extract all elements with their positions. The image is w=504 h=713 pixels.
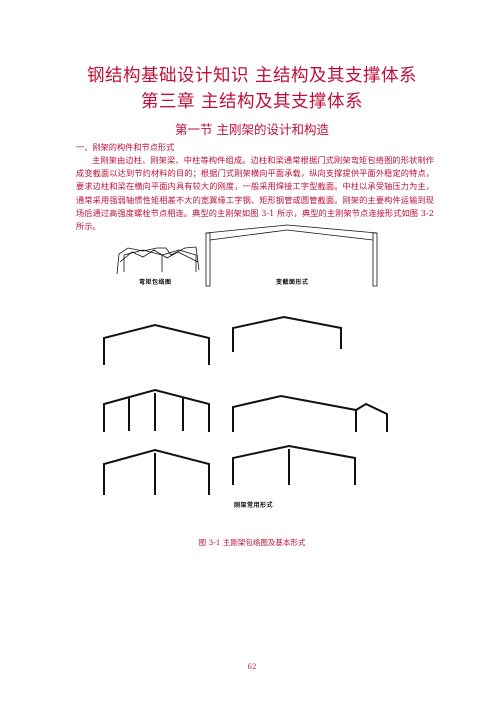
- tapered-frame-diagram: [205, 224, 378, 287]
- subheading: 一、刚架的构件和节点形式: [76, 142, 175, 152]
- body-paragraph: 主刚架由边柱、刚架梁、中柱等构件组成。边柱和梁通常根据门式刚架弯矩包络图的形状制…: [76, 155, 434, 232]
- page-number: 62: [247, 663, 257, 671]
- frame-form-4: [232, 394, 357, 432]
- document-title: 钢结构基础设计知识 主结构及其支撑体系: [86, 66, 418, 86]
- frame-form-6: [232, 444, 356, 485]
- section-title: 第一节 主刚架的设计和构造: [175, 122, 329, 137]
- figure-label-tapered: 变截面形式: [276, 279, 309, 286]
- frame-form-2: [232, 315, 342, 352]
- chapter-title: 第三章 主结构及其支撑体系: [140, 92, 364, 112]
- frame-form-1: [103, 323, 210, 365]
- figure-label-common-forms: 刚架常用形式: [234, 502, 274, 509]
- figure-caption: 图 3-1 主刚架包络图及基本形式: [198, 538, 306, 547]
- frame-form-3: [103, 388, 210, 432]
- moment-envelope-diagram: [116, 246, 200, 275]
- frame-form-5: [103, 448, 210, 495]
- figure-label-envelope: 弯矩包络图: [139, 279, 172, 286]
